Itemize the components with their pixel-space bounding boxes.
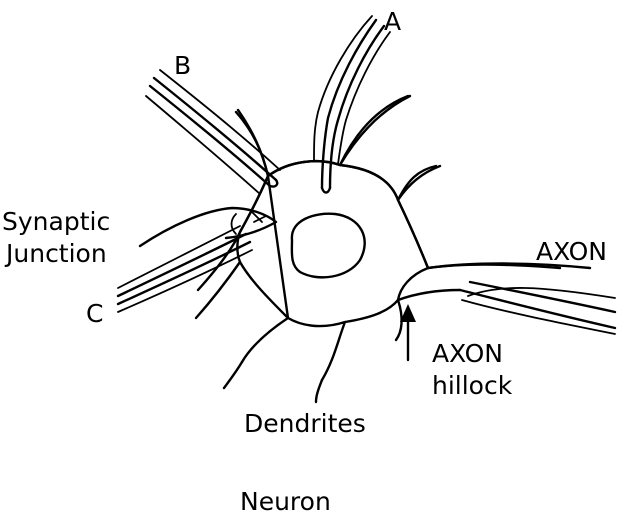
caption: Neuron — [240, 487, 331, 515]
label-hillock: hillock — [432, 371, 513, 400]
label-synaptic: Synaptic — [2, 207, 110, 236]
label-electrode-c: C — [86, 299, 103, 328]
label-hillock-axon: AXON — [432, 339, 503, 368]
electrode-c — [118, 226, 252, 312]
label-electrode-a: A — [384, 7, 401, 36]
cell-body — [198, 96, 560, 380]
electrode-b — [146, 70, 280, 194]
label-dendrites: Dendrites — [244, 409, 366, 438]
label-junction: Junction — [4, 239, 107, 268]
nucleus — [292, 214, 365, 278]
axon — [398, 264, 615, 335]
label-axon: AXON — [536, 237, 607, 266]
hillock-arrow — [400, 304, 416, 360]
label-electrode-b: B — [174, 51, 191, 80]
synaptic-junction — [140, 208, 276, 246]
